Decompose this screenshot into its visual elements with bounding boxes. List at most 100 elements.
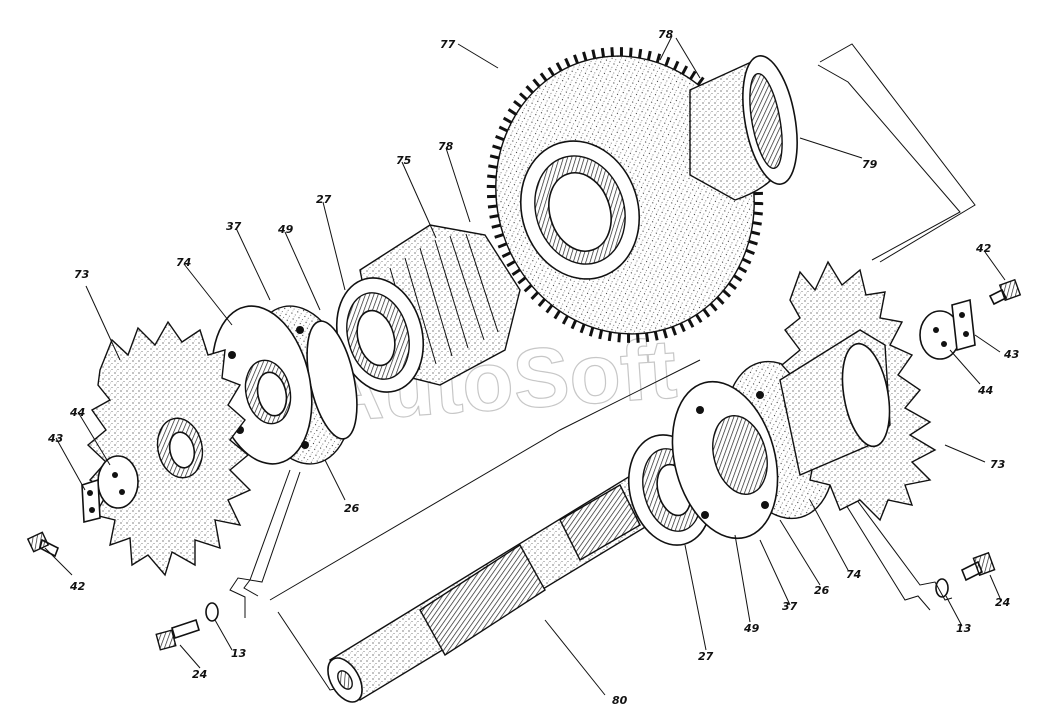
gear-tooth bbox=[501, 251, 512, 258]
gear-tooth bbox=[588, 327, 595, 337]
gear-tooth bbox=[555, 62, 563, 72]
callout-labels: 77 78 79 78 75 27 49 37 74 73 44 43 42 26 24 13 42 43 44 73… bbox=[47, 28, 1020, 707]
bearing-cover-37-lower bbox=[671, 360, 836, 540]
gear-tooth bbox=[507, 108, 517, 116]
callout-label-c73b: 73 bbox=[990, 458, 1006, 471]
callout-label-c24b: 24 bbox=[192, 668, 207, 681]
callout-label-c24a: 24 bbox=[995, 596, 1010, 609]
lock-plate-44-left bbox=[97, 455, 139, 509]
gear-tooth bbox=[523, 284, 533, 293]
gear-tooth bbox=[696, 76, 705, 86]
gear-tooth bbox=[573, 54, 579, 64]
gear-tooth bbox=[716, 296, 725, 305]
gear-tooth bbox=[702, 308, 711, 318]
bolt-42-right bbox=[988, 278, 1022, 306]
gear-tooth bbox=[570, 319, 578, 330]
callout-label-c49a: 49 bbox=[277, 223, 294, 236]
gear-tooth bbox=[489, 214, 499, 219]
gear-tooth bbox=[489, 154, 500, 160]
gear-tooth bbox=[513, 100, 522, 108]
callout-leaders bbox=[44, 35, 1006, 696]
gear-tooth bbox=[689, 70, 697, 80]
gear-tooth bbox=[492, 144, 502, 151]
gear-tooth bbox=[495, 134, 505, 142]
gear-tooth bbox=[607, 331, 613, 342]
gear-tooth bbox=[579, 323, 586, 334]
callout-label-c37a: 37 bbox=[226, 220, 242, 233]
gear-tooth bbox=[664, 56, 671, 67]
gear-tooth bbox=[709, 302, 718, 312]
washer-13-right bbox=[935, 578, 949, 598]
gear-tooth bbox=[517, 276, 527, 285]
gear-tooth bbox=[636, 333, 640, 343]
gear-tooth bbox=[644, 332, 650, 343]
gear-tooth bbox=[745, 248, 755, 256]
gear-tooth bbox=[525, 85, 534, 94]
gear-tooth bbox=[741, 257, 752, 265]
gear-tooth bbox=[646, 50, 652, 61]
sprocket-73-left bbox=[86, 320, 252, 577]
gear-tooth bbox=[530, 291, 539, 300]
callout-label-c80: 80 bbox=[612, 694, 628, 707]
callout-label-c13a: 13 bbox=[231, 647, 247, 660]
bolt-24-right bbox=[960, 551, 996, 582]
callout-label-c37b: 37 bbox=[782, 600, 798, 613]
callout-label-c44a: 44 bbox=[69, 406, 85, 419]
callout-label-c27a: 27 bbox=[316, 193, 332, 206]
callout-label-c43b: 43 bbox=[1003, 348, 1020, 361]
gear-tooth bbox=[655, 53, 662, 63]
gear-tooth bbox=[662, 329, 668, 339]
bearing-27-upper bbox=[335, 277, 425, 393]
gear-tooth bbox=[637, 48, 643, 59]
gear-tooth bbox=[728, 282, 737, 290]
gear-tooth bbox=[498, 125, 509, 133]
lock-washer-43-right bbox=[951, 298, 976, 352]
callout-label-c44b: 44 bbox=[977, 384, 993, 397]
gear-tooth bbox=[653, 331, 659, 341]
callout-label-c42b: 42 bbox=[975, 242, 992, 255]
gear-tooth bbox=[753, 211, 763, 216]
gear-tooth bbox=[748, 239, 758, 246]
callout-label-c74b: 74 bbox=[846, 568, 861, 581]
gear-tooth bbox=[672, 60, 680, 71]
gear-tooth bbox=[488, 164, 498, 169]
gear-tooth bbox=[617, 333, 622, 343]
callout-label-c79: 79 bbox=[862, 158, 878, 171]
gear-tooth bbox=[487, 174, 497, 179]
callout-label-c42a: 42 bbox=[69, 580, 86, 593]
gear-tooth bbox=[539, 72, 548, 82]
gear-tooth bbox=[547, 66, 555, 77]
gear-tooth bbox=[553, 310, 561, 320]
gear-tooth bbox=[598, 329, 604, 340]
gear-tooth bbox=[737, 266, 748, 274]
bolt-24-left bbox=[155, 618, 200, 651]
callout-label-c74a: 74 bbox=[176, 256, 191, 269]
gear-tooth bbox=[564, 57, 571, 68]
gear-tooth bbox=[687, 318, 695, 328]
callout-label-c77a: 77 bbox=[440, 38, 456, 51]
callout-label-c73a: 73 bbox=[74, 268, 90, 281]
callout-label-c78b: 78 bbox=[438, 140, 454, 153]
gear-tooth bbox=[487, 204, 498, 209]
callout-label-c43a: 43 bbox=[47, 432, 64, 445]
gear-hub-79 bbox=[689, 55, 798, 201]
gear-tooth bbox=[722, 289, 732, 298]
gear-tooth bbox=[671, 326, 677, 336]
callout-label-c78a: 78 bbox=[658, 28, 674, 41]
lock-washer-43-left bbox=[81, 478, 101, 524]
callout-label-c27b: 27 bbox=[698, 650, 714, 663]
gear-tooth bbox=[733, 274, 743, 282]
gear-tooth bbox=[561, 315, 569, 325]
gear-tooth bbox=[518, 92, 528, 101]
gear-tooth bbox=[582, 51, 588, 61]
callout-label-c13b: 13 bbox=[956, 622, 972, 635]
gear-tooth bbox=[506, 260, 516, 268]
callout-label-c75: 75 bbox=[396, 154, 412, 167]
callout-label-c26a: 26 bbox=[344, 502, 360, 515]
gear-tooth bbox=[750, 230, 761, 236]
gear-tooth bbox=[497, 242, 508, 249]
main-shaft-80 bbox=[327, 469, 666, 703]
gear-tooth bbox=[591, 49, 597, 59]
gear-tooth bbox=[695, 313, 703, 324]
washer-13-left bbox=[205, 602, 219, 622]
